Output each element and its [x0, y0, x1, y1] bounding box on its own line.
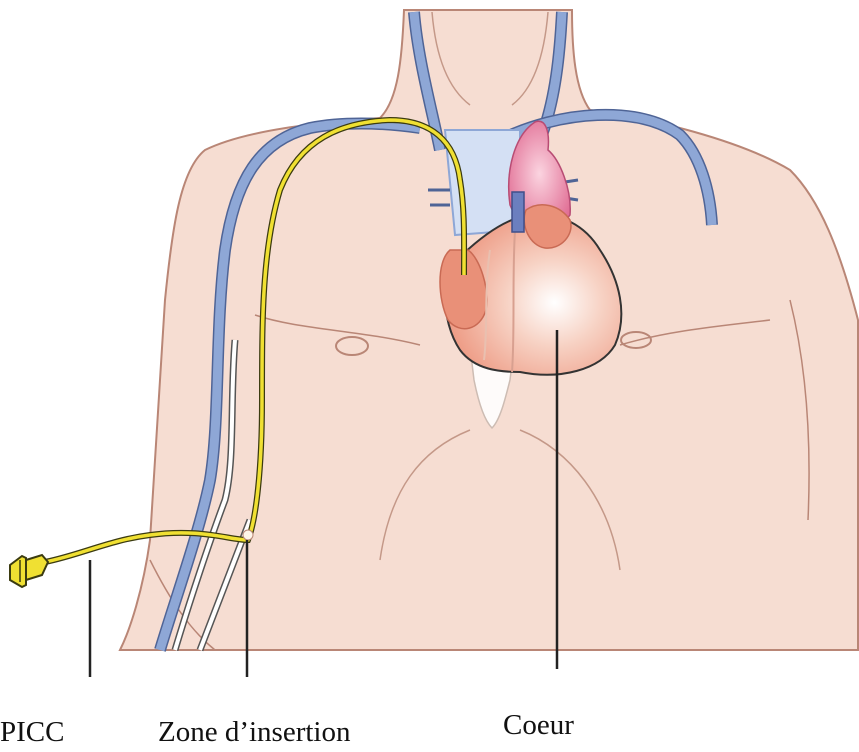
label-insertion-zone: Zone d’insertion — [158, 718, 350, 747]
pulmonary-trunk — [512, 192, 524, 232]
insertion-site — [243, 530, 253, 540]
picc-hub — [10, 555, 48, 587]
label-heart: Coeur — [503, 711, 574, 740]
label-picc: PICC — [0, 718, 64, 747]
